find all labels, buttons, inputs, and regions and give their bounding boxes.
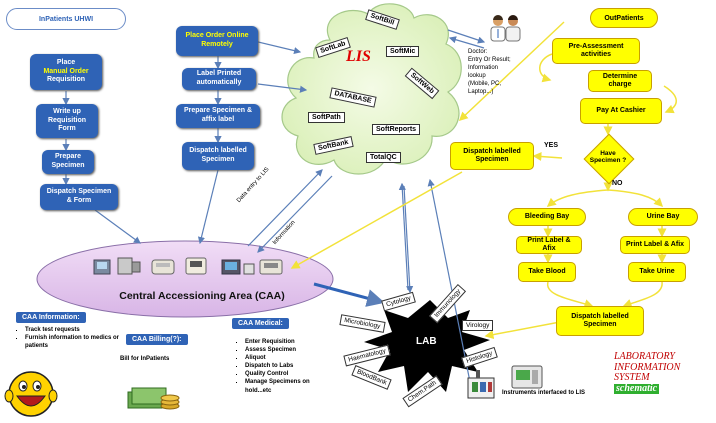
yes-label: YES — [544, 142, 559, 149]
doctor-line-3: Information — [468, 65, 499, 72]
module-softreports: SoftReports — [372, 124, 421, 135]
place-manual-line-1: Place — [56, 58, 76, 66]
legend-line-2: INFORMATION — [614, 361, 681, 373]
caa-medical-item: Enter Requisition — [245, 338, 332, 346]
determine-charge-box[interactable]: Determine charge — [588, 70, 652, 92]
caa-medical-item: Quality Control — [245, 370, 332, 378]
caa-info-list: Track test requests Furnish information … — [16, 326, 122, 350]
legend-line-1: LABORATORY — [614, 351, 675, 362]
caa-medical-item: Aliquot — [245, 354, 332, 362]
place-manual-line-3: Requisition — [46, 76, 86, 84]
caa-medical-title: CAA Medical: — [232, 318, 289, 329]
legend-line-4: schematic — [614, 382, 660, 394]
instrument-icon — [467, 370, 495, 399]
doctor-line-4: lookup — [468, 73, 486, 80]
dispatch-specimen-form-box[interactable]: Dispatch Specimen & Form — [40, 184, 118, 210]
dispatch-labelled-online-box[interactable]: Dispatch labelled Specimen — [182, 142, 254, 170]
inpatients-title: InPatients UHWI — [6, 8, 126, 30]
doctors-icon — [490, 15, 521, 42]
caa-medical-item: Assess Specimen — [245, 346, 332, 354]
module-softpath: SoftPath — [308, 112, 345, 123]
take-urine-box[interactable]: Take Urine — [628, 262, 686, 282]
instruments-label: Instruments interfaced to LIS — [502, 390, 586, 396]
module-softmic: SoftMic — [386, 46, 420, 57]
lab-virology: Virology — [462, 320, 494, 331]
caa-title: Central Accessioning Area (CAA) — [119, 290, 285, 302]
write-up-requisition-box[interactable]: Write up Requisition Form — [36, 104, 98, 138]
prepare-affix-box[interactable]: Prepare Specimen & affix label — [176, 104, 260, 128]
place-manual-line-2: Manual Order — [43, 67, 89, 75]
urine-bay-box[interactable]: Urine Bay — [628, 208, 698, 226]
caa-medical-list: Enter Requisition Assess Specimen Aliquo… — [236, 338, 332, 395]
dispatch-labelled-out-box[interactable]: Dispatch labelled Specimen — [450, 142, 534, 170]
legend-line-3: SYSTEM — [614, 372, 650, 383]
analyzer-icon — [511, 365, 543, 389]
bleeding-bay-box[interactable]: Bleeding Bay — [508, 208, 586, 226]
pay-at-cashier-box[interactable]: Pay At Cashier — [580, 98, 662, 124]
take-blood-box[interactable]: Take Blood — [518, 262, 576, 282]
money-icon — [127, 387, 180, 410]
print-label-urine-box[interactable]: Print Label & Afix — [620, 236, 690, 254]
place-manual-order-box[interactable]: Place Manual Order Requisition — [30, 54, 102, 90]
lis-title: LIS — [346, 48, 371, 65]
have-specimen-label: Have Specimen ? — [589, 150, 627, 165]
print-label-blood-box[interactable]: Print Label & Afix — [516, 236, 582, 254]
dispatch-labelled-bottom-box[interactable]: Dispatch labelled Specimen — [556, 306, 644, 336]
doctor-line-2: Entry Or Result; — [468, 57, 511, 64]
caa-medical-item: Manage Specimens on hold...etc — [245, 378, 332, 394]
pre-assessment-box[interactable]: Pre-Assessment activities — [552, 38, 640, 64]
caa-medical-item: Dispatch to Labs — [245, 362, 332, 370]
caa-info-title: CAA Information: — [16, 312, 86, 323]
module-totalqc: TotalQC — [366, 152, 401, 163]
no-label: NO — [612, 180, 623, 187]
caa-ellipse — [36, 240, 334, 318]
caa-info-item: Furnish information to medics or patient… — [25, 334, 122, 350]
smiley-face-icon — [4, 371, 58, 417]
caa-info-item: Track test requests — [25, 326, 122, 334]
prepare-specimen-box[interactable]: Prepare Specimen — [42, 150, 94, 174]
lis-schematic-legend: LABORATORY INFORMATION SYSTEM schematic — [614, 351, 681, 394]
place-order-online-box[interactable]: Place Order Online Remotely — [176, 26, 258, 56]
doctor-line-5: (Mobile, PC, — [468, 81, 502, 88]
label-printed-box[interactable]: Label Printed automatically — [182, 68, 256, 90]
lab-title: LAB — [416, 336, 437, 347]
caa-equipment-icons — [93, 257, 283, 275]
doctor-line-6: Laptop...) — [468, 89, 494, 96]
caa-billing-text: Bill for InPatients — [120, 356, 170, 362]
doctor-line-1: Doctor: — [468, 49, 488, 55]
have-specimen-decision[interactable]: Have Specimen ? — [583, 133, 635, 185]
doctor-text: Doctor: Entry Or Result; Information loo… — [468, 48, 511, 97]
caa-billing-title: CAA Billing(?): — [126, 334, 188, 345]
outpatients-title: OutPatients — [590, 8, 658, 28]
